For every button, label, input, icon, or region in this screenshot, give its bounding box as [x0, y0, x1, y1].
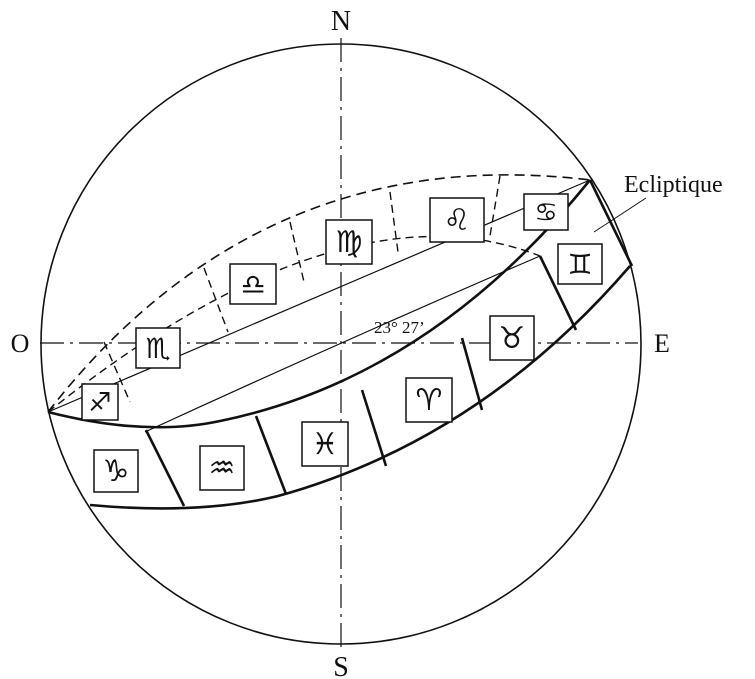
zodiac-band-back-dividers [103, 175, 501, 403]
ecliptic-label: Ecliptique [624, 172, 723, 198]
sign-sagittarius: ♐ [81, 383, 119, 421]
equator-back [47, 235, 541, 413]
sign-cancer: ♋ [523, 193, 569, 231]
zodiac-band-front-top [47, 179, 592, 429]
zodiac-band-right-edge [588, 179, 634, 267]
zodiac-band-front-bottom [89, 265, 631, 510]
sign-pisces: ♓ [301, 421, 349, 467]
svg-text:♍: ♍ [336, 225, 363, 260]
sign-taurus: ♉ [489, 315, 535, 361]
svg-text:♑: ♑ [103, 454, 130, 489]
svg-text:♊: ♊ [567, 248, 592, 281]
svg-text:♒: ♒ [209, 451, 236, 486]
east-label: E [654, 329, 670, 358]
zodiac-back-signs: ♐ ♏ ♎ ♍ ♌ ♋ [81, 193, 569, 421]
sign-scorpio: ♏ [135, 327, 181, 369]
ecliptic-pointer [593, 197, 647, 233]
svg-text:♉: ♉ [499, 321, 526, 356]
west-label: O [11, 329, 30, 358]
svg-text:♓: ♓ [312, 427, 339, 462]
zodiac-band-front-dividers [144, 255, 578, 507]
ecliptic-line [47, 179, 591, 413]
sign-virgo: ♍ [325, 219, 373, 265]
sign-aries: ♈ [405, 377, 453, 423]
south-label: S [333, 652, 349, 679]
sign-aquarius: ♒ [199, 445, 245, 491]
sign-libra: ♎ [229, 263, 277, 305]
svg-text:♏: ♏ [145, 332, 170, 365]
svg-text:♎: ♎ [240, 268, 265, 301]
zodiac-band-back-outer [47, 174, 591, 413]
north-label: N [331, 6, 351, 37]
obliquity-angle-label: 23° 27’ [374, 318, 425, 337]
svg-text:♌: ♌ [444, 203, 471, 238]
sign-leo: ♌ [429, 197, 485, 243]
sign-capricorn: ♑ [93, 449, 139, 493]
svg-text:♐: ♐ [88, 388, 111, 418]
svg-text:♈: ♈ [416, 383, 443, 418]
sign-gemini: ♊ [557, 243, 603, 285]
zodiac-front-signs: ♑ ♒ ♓ ♈ ♉ ♊ [93, 243, 603, 493]
equator-front [144, 255, 541, 433]
svg-text:♋: ♋ [534, 198, 557, 228]
